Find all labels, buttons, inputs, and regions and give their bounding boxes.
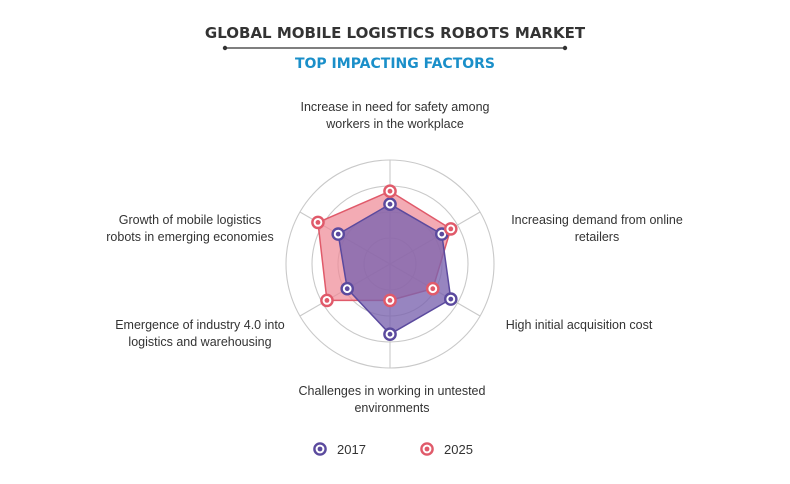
- marker-dot-2025-5: [324, 298, 330, 303]
- legend-marker-dot-2025: [424, 446, 430, 452]
- marker-dot-2025-3: [430, 286, 436, 292]
- marker-dot-2025-4: [387, 298, 393, 303]
- legend-marker-dot-2017: [317, 446, 323, 452]
- chart-title: GLOBAL MOBILE LOGISTICS ROBOTS MARKET: [205, 24, 586, 42]
- axis-label-3-line-1: High initial acquisition cost: [506, 318, 653, 332]
- axis-label-6: Growth of mobile logistics robots in emer…: [106, 213, 273, 244]
- marker-dot-2025-1: [387, 188, 393, 194]
- axis-label-1-line-2: workers in the workplace: [325, 117, 464, 131]
- legend: 2017 2025: [313, 442, 473, 457]
- radar-markers: [311, 184, 458, 342]
- axis-label-5-line-2: logistics and warehousing: [128, 335, 271, 349]
- axis-label-4-line-2: environments: [354, 401, 429, 415]
- axis-label-3: High initial acquisition cost: [506, 318, 653, 332]
- axis-label-6-line-1: Growth of mobile logistics: [119, 213, 261, 227]
- marker-dot-2017-4: [387, 331, 393, 337]
- axis-label-4-line-1: Challenges in working in untested: [299, 384, 486, 398]
- legend-label-2017: 2017: [337, 442, 366, 457]
- marker-dot-2017-6: [335, 231, 341, 237]
- marker-dot-2025-2: [448, 226, 454, 232]
- marker-dot-2017-3: [448, 296, 454, 302]
- marker-dot-2017-1: [387, 201, 393, 207]
- divider-left-dot: [222, 45, 228, 51]
- radar-series: [317, 190, 452, 335]
- axis-label-5-line-1: Emergence of industry 4.0 into: [115, 318, 285, 332]
- axis-label-2-line-2: retailers: [575, 230, 619, 244]
- axis-labels: Increase in need for safety among workers…: [106, 100, 683, 415]
- legend-label-2025: 2025: [444, 442, 473, 457]
- axis-label-1-line-1: Increase in need for safety among: [300, 100, 489, 114]
- marker-dot-2025-6: [315, 220, 321, 225]
- axis-label-5: Emergence of industry 4.0 into logistics …: [115, 318, 285, 349]
- axis-label-6-line-2: robots in emerging economies: [106, 230, 273, 244]
- axis-label-2: Increasing demand from online retailers: [511, 213, 683, 244]
- axis-label-1: Increase in need for safety among workers…: [300, 100, 489, 131]
- marker-dot-2017-2: [439, 231, 445, 237]
- divider-right-dot: [562, 45, 568, 51]
- axis-label-2-line-1: Increasing demand from online: [511, 213, 683, 227]
- axis-label-4: Challenges in working in untested environ…: [299, 384, 486, 415]
- chart-subtitle: TOP IMPACTING FACTORS: [295, 56, 495, 72]
- marker-dot-2017-5: [344, 286, 350, 292]
